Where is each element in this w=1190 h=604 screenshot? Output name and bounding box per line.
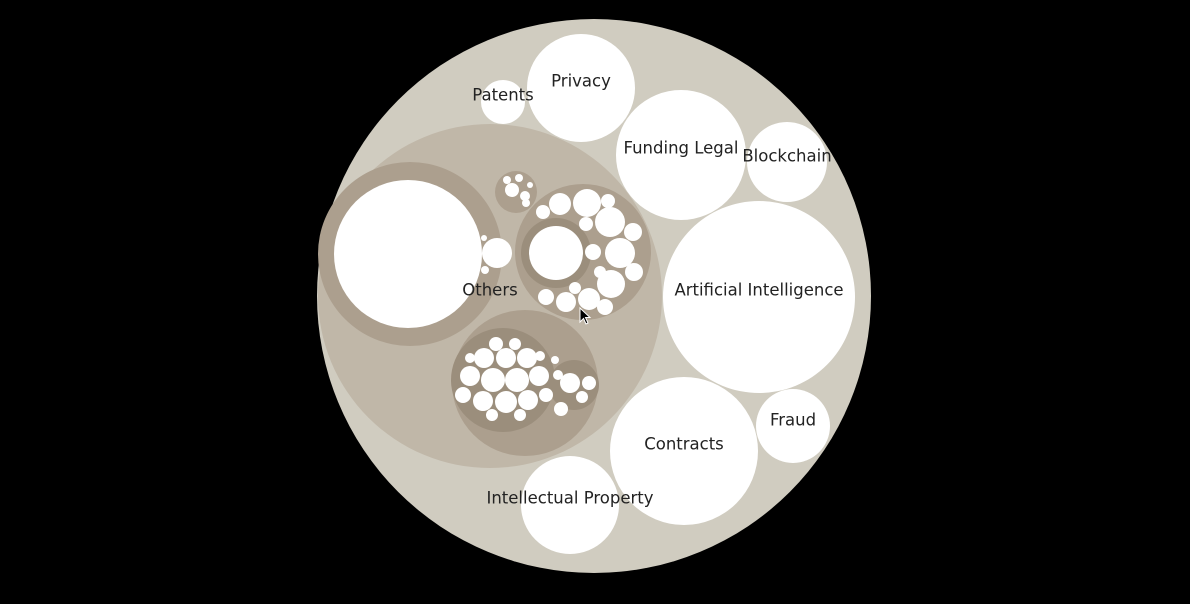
others-leaf: [601, 194, 615, 208]
contracts-circle: [610, 377, 758, 525]
others-leaf-large: [334, 180, 482, 328]
others-leaf: [625, 263, 643, 281]
others-group[interactable]: Others: [318, 124, 662, 468]
others-leaf: [582, 376, 596, 390]
others-leaf: [481, 266, 489, 274]
contracts-node[interactable]: Contracts: [610, 377, 758, 525]
fraud-node[interactable]: Fraud: [756, 389, 830, 463]
others-leaf: [527, 182, 533, 188]
others-leaf: [465, 353, 475, 363]
others-leaf: [455, 387, 471, 403]
others-leaf: [551, 356, 559, 364]
others-leaf: [473, 391, 493, 411]
others-leaf: [460, 366, 480, 386]
others-leaf: [515, 174, 523, 182]
others-leaf: [536, 205, 550, 219]
others-leaf: [518, 390, 538, 410]
patents-circle: [481, 80, 525, 124]
others-leaf: [522, 199, 530, 207]
others-leaf: [517, 348, 537, 368]
mouse-pointer-icon: [579, 306, 592, 325]
others-leaf: [569, 282, 581, 294]
others-leaf: [529, 366, 549, 386]
others-leaf: [597, 270, 625, 298]
others-leaf: [481, 235, 487, 241]
others-leaf: [554, 402, 568, 416]
others-leaf: [579, 217, 593, 231]
others-leaf: [509, 338, 521, 350]
others-leaf: [538, 289, 554, 305]
funding-legal-circle: [616, 90, 746, 220]
others-leaf: [505, 368, 529, 392]
others-leaf: [495, 391, 517, 413]
artificial-intelligence-circle: [663, 201, 855, 393]
others-leaf: [624, 223, 642, 241]
others-leaf: [556, 292, 576, 312]
others-leaf: [514, 409, 526, 421]
others-leaf: [496, 348, 516, 368]
others-leaf: [594, 266, 606, 278]
fraud-circle: [756, 389, 830, 463]
artificial-intelligence-node[interactable]: Artificial Intelligence: [663, 201, 855, 393]
others-leaf: [578, 288, 600, 310]
others-leaf: [576, 391, 588, 403]
others-leaf: [474, 348, 494, 368]
others-leaf: [486, 409, 498, 421]
funding-legal-node[interactable]: Funding Legal: [616, 90, 746, 220]
others-leaf: [482, 238, 512, 268]
privacy-circle: [527, 34, 635, 142]
others-leaf: [560, 373, 580, 393]
others-leaf: [535, 351, 545, 361]
others-leaf: [539, 388, 553, 402]
intellectual-property-circle: [521, 456, 619, 554]
others-leaf: [595, 207, 625, 237]
others-leaf: [505, 183, 519, 197]
others-leaf: [585, 244, 601, 260]
others-leaf: [553, 370, 563, 380]
others-leaf: [489, 337, 503, 351]
others-leaf: [481, 368, 505, 392]
others-leaf: [573, 189, 601, 217]
others-leaf: [549, 193, 571, 215]
others-leaf-medium: [529, 226, 583, 280]
others-leaf: [520, 191, 530, 201]
others-leaf: [605, 238, 635, 268]
blockchain-circle: [747, 122, 827, 202]
privacy-node[interactable]: Privacy: [527, 34, 635, 142]
others-leaf: [503, 176, 511, 184]
others-leaf: [597, 299, 613, 315]
